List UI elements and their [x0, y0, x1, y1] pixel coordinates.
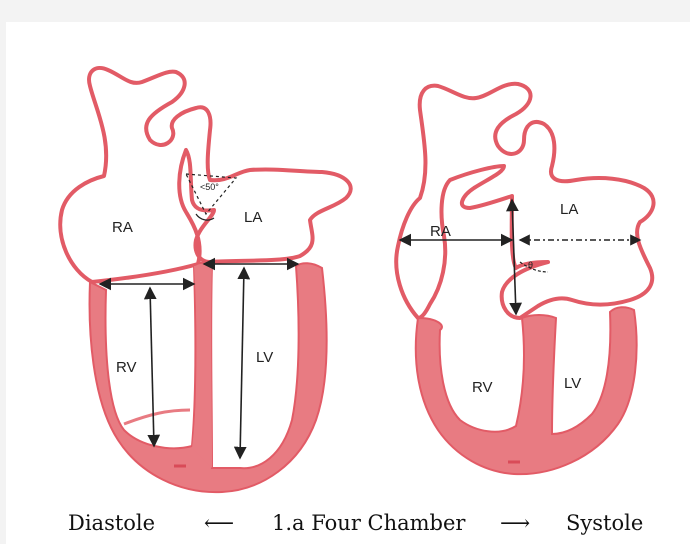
systole-ventricle-wall [416, 307, 637, 474]
diastole-rv-band [124, 410, 190, 424]
diastole-rv-length-line [150, 288, 154, 446]
caption-view-title: 1.a Four Chamber [272, 508, 465, 538]
systole-ra-label: RA [430, 223, 451, 240]
diastole-heart: <50° RA LA RV LV [60, 68, 350, 492]
diastole-angle-label: <50° [200, 182, 219, 192]
diastole-la-label: LA [244, 209, 262, 226]
caption-left-arrow: ⟵ [204, 508, 234, 538]
diastole-lv-length-line [240, 268, 244, 458]
systole-rv-label: RV [472, 379, 493, 396]
diastole-lv-label: LV [256, 349, 273, 366]
systole-atria-outline [396, 84, 653, 318]
systole-lv-label: LV [564, 375, 581, 392]
caption-right-arrow: ⟶ [500, 508, 530, 538]
caption-systole: Systole [566, 508, 643, 538]
diastole-ra-label: RA [112, 219, 133, 236]
caption-diastole: Diastole [68, 508, 155, 538]
systole-la-label: LA [560, 201, 578, 218]
systole-angle-label: θ [528, 260, 533, 270]
systole-heart: θ RA LA RV LV [396, 84, 653, 474]
diastole-rv-label: RV [116, 359, 137, 376]
